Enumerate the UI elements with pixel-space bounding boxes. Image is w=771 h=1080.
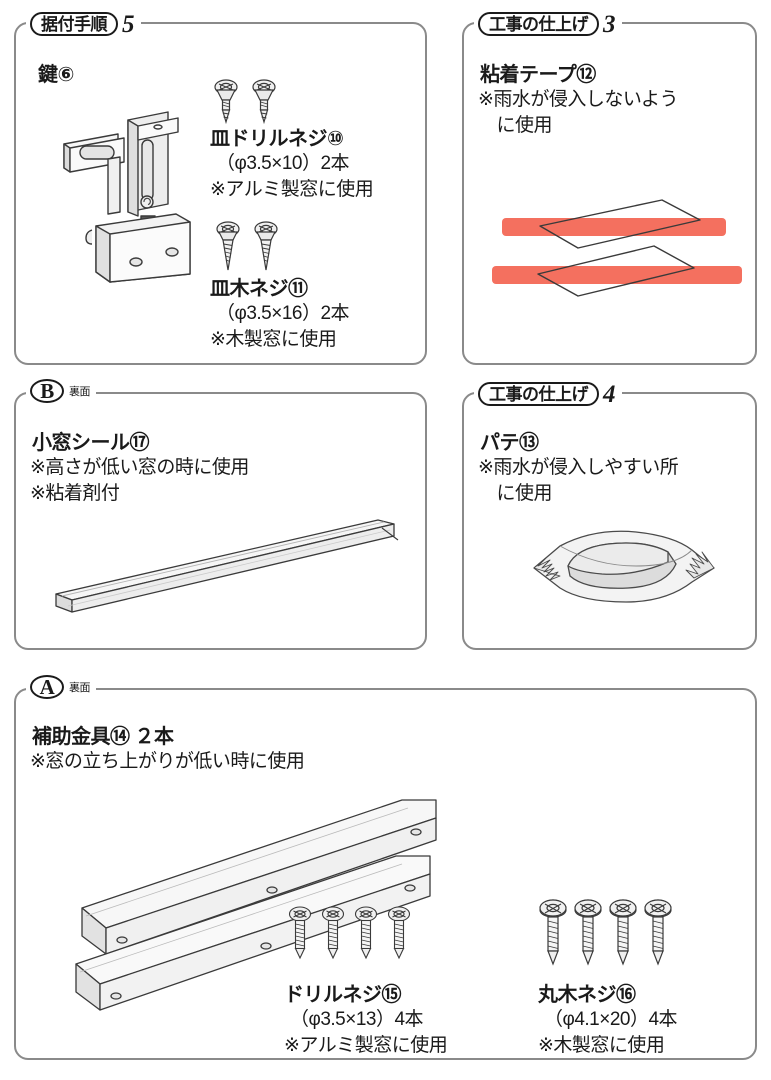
item-drill-screw-15-note: ※アルミ製窓に使用 — [284, 1035, 448, 1056]
panel-finish4-header: 工事の仕上げ 4 — [474, 381, 622, 407]
item-window-seal-name: 小窓シール⑰ — [32, 432, 150, 454]
item-wood-screw-11-name: 皿木ネジ⑪ — [210, 278, 308, 300]
panel-finish4-title: 工事の仕上げ — [478, 382, 599, 406]
item-wood-screw-16-spec: （φ4.1×20）4本 — [544, 1009, 678, 1030]
item-putty-note1: ※雨水が侵入しやすい所 — [478, 457, 679, 478]
panel-finish3: 工事の仕上げ 3 粘着テープ⑫ ※雨水が侵入しないよう に使用 — [462, 11, 757, 365]
lock-bracket-illustration — [50, 104, 200, 284]
item-window-seal-note2: ※粘着剤付 — [30, 483, 120, 504]
item-adhesive-tape-name: 粘着テープ⑫ — [480, 64, 596, 86]
panel-partB-badge: B — [30, 379, 64, 403]
item-wood-screw-16-note: ※木製窓に使用 — [538, 1035, 665, 1056]
item-drill-screw-10-name: 皿ドリルネジ⑩ — [210, 128, 344, 150]
panel-partA: A 裏面 補助金具⑭ ２本 ※窓の立ち上がりが低い時に使用 — [14, 674, 757, 1060]
panel-step5-number: 5 — [122, 10, 135, 38]
round-head-wood-screw-row — [538, 898, 678, 974]
panel-step5-title: 据付手順 — [30, 12, 118, 36]
adhesive-tape-illustration — [486, 194, 748, 314]
item-aux-bracket-note: ※窓の立ち上がりが低い時に使用 — [30, 751, 305, 772]
panel-finish3-header: 工事の仕上げ 3 — [474, 11, 622, 37]
panel-finish3-number: 3 — [603, 10, 616, 38]
item-drill-screw-15-spec: （φ3.5×13）4本 — [290, 1009, 424, 1030]
panel-finish4: 工事の仕上げ 4 パテ⑬ ※雨水が侵入しやすい所 に使用 — [462, 381, 757, 650]
panel-partB-header: B 裏面 — [26, 378, 96, 404]
item-drill-screw-15-name: ドリルネジ⑮ — [284, 984, 402, 1006]
pan-head-drill-screw-row — [286, 904, 416, 974]
putty-packet-illustration — [516, 522, 726, 622]
item-wood-screw-16-name: 丸木ネジ⑯ — [538, 984, 636, 1006]
auxiliary-angle-bracket — [64, 788, 464, 1011]
item-putty-name: パテ⑬ — [480, 432, 539, 454]
item-wood-screw-11-note: ※木製窓に使用 — [210, 329, 337, 350]
item-drill-screw-10-spec: （φ3.5×10）2本 — [216, 153, 350, 174]
item-key-label: 鍵⑥ — [38, 64, 74, 86]
flat-head-drill-screw-group — [212, 78, 292, 130]
panel-finish3-title: 工事の仕上げ — [478, 12, 599, 36]
panel-step5-header: 据付手順 5 — [26, 11, 141, 37]
item-wood-screw-11-spec: （φ3.5×16）2本 — [216, 303, 350, 324]
item-adhesive-tape-note1: ※雨水が侵入しないよう — [478, 89, 679, 110]
panel-partA-badge: A — [30, 675, 64, 699]
flat-head-wood-screw-group — [214, 220, 294, 274]
small-window-seal-strip — [42, 512, 412, 622]
panel-partB-sub: 裏面 — [69, 386, 91, 398]
item-putty-note2: に使用 — [478, 483, 553, 504]
panel-finish4-number: 4 — [603, 380, 616, 408]
item-adhesive-tape-note2: に使用 — [478, 115, 553, 136]
item-drill-screw-10-note: ※アルミ製窓に使用 — [210, 179, 374, 200]
panel-partA-header: A 裏面 — [26, 674, 96, 700]
panel-step5: 据付手順 5 鍵⑥ — [14, 11, 427, 365]
panel-partA-sub: 裏面 — [69, 682, 91, 694]
item-window-seal-note1: ※高さが低い窓の時に使用 — [30, 457, 249, 478]
item-aux-bracket-name: 補助金具⑭ ２本 — [32, 726, 174, 748]
panel-partB: B 裏面 小窓シール⑰ ※高さが低い窓の時に使用 ※粘着剤付 — [14, 378, 427, 650]
